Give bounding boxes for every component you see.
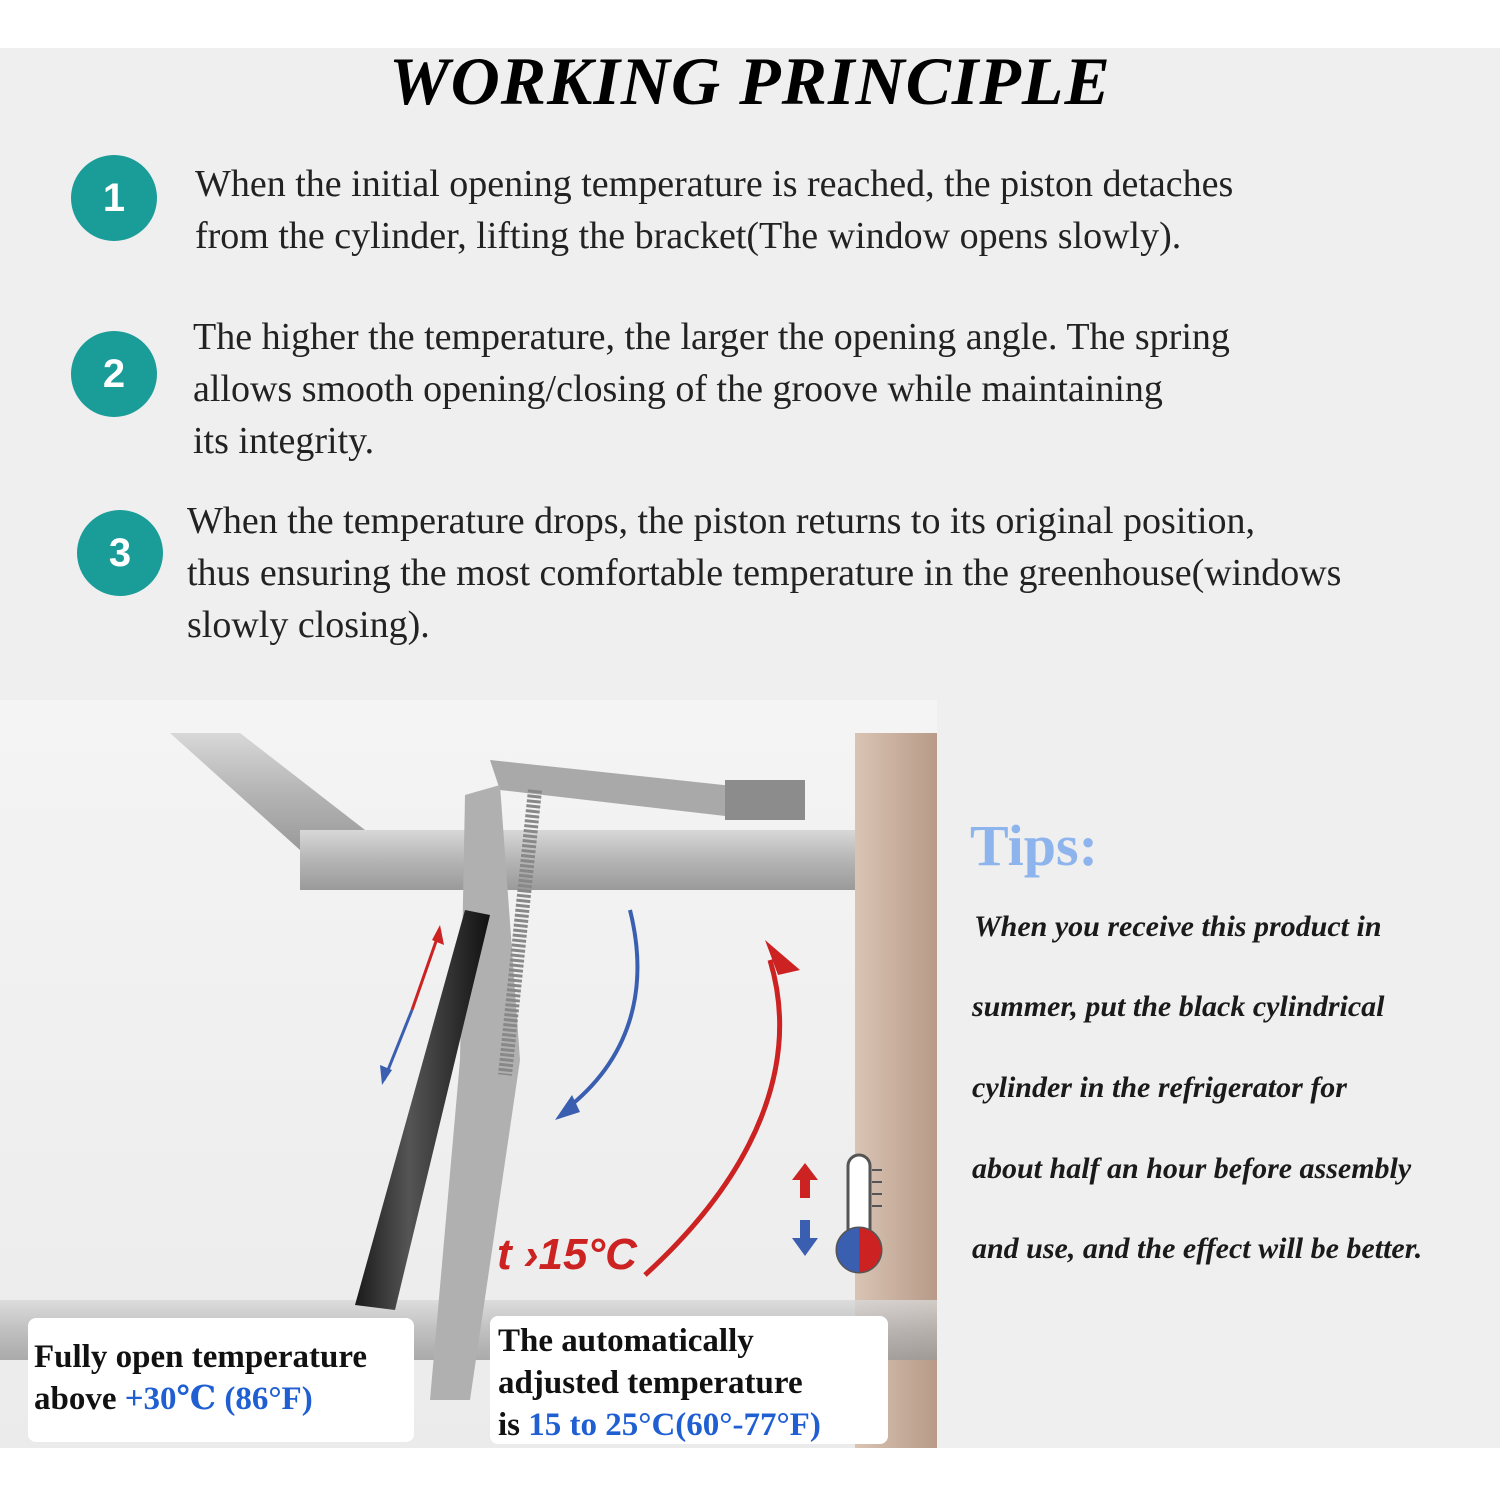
tips-line: about half an hour before assembly	[972, 1152, 1412, 1185]
auto-line2: adjusted temperature	[498, 1365, 803, 1401]
thermometer-icon	[835, 1153, 883, 1274]
threshold-temperature: t ›15°C	[497, 1230, 637, 1279]
page-title: WORKING PRINCIPLE	[389, 43, 1111, 119]
fully-open-line2: above +30℃ (86°F)	[34, 1378, 414, 1420]
auto-line3: is 15 to 25°C(60°-77°F)	[498, 1404, 888, 1446]
spring	[498, 789, 542, 1076]
closing-arrow	[563, 909, 640, 1112]
tips-line: cylinder in the refrigerator for	[972, 1071, 1347, 1104]
piston-arrow-down	[382, 1009, 414, 1081]
tips-line: summer, put the black cylindrical	[972, 990, 1385, 1023]
step-1-text: When the initial opening temperature is …	[195, 163, 1234, 257]
step-2-text: The higher the temperature, the larger t…	[193, 316, 1230, 462]
vertical-bracket	[430, 785, 520, 1400]
step-2-badge: 2	[71, 331, 157, 417]
window-frame-diagonal	[170, 733, 365, 850]
auto-value: 15 to 25°C(60°-77°F)	[528, 1407, 821, 1443]
up-arrow-icon	[792, 1163, 818, 1198]
window-frame-bar	[300, 830, 880, 890]
fully-open-prefix: above	[34, 1381, 125, 1417]
step-3-text: When the temperature drops, the piston r…	[187, 500, 1342, 646]
auto-prefix: is	[498, 1407, 529, 1443]
opener-arm	[490, 760, 770, 820]
step-1-badge: 1	[71, 155, 157, 241]
tips-line: When you receive this product in	[974, 910, 1382, 943]
tips-line: and use, and the effect will be better.	[972, 1232, 1423, 1265]
opening-arrow	[643, 959, 783, 1277]
down-arrow-icon	[792, 1220, 818, 1256]
bracket	[725, 780, 805, 820]
fully-open-line1: Fully open temperature	[34, 1339, 368, 1375]
piston-arrow-up	[410, 929, 442, 1011]
auto-adjust-label: The automatically adjusted temperature i…	[490, 1316, 888, 1444]
fully-open-value: +30℃ (86°F)	[124, 1381, 313, 1417]
tips-title: Tips:	[970, 813, 1098, 878]
fully-open-label: Fully open temperature above +30℃ (86°F)	[28, 1318, 414, 1442]
auto-line1: The automatically	[498, 1323, 754, 1359]
step-3-badge: 3	[77, 510, 163, 596]
piston-cylinder	[355, 910, 490, 1310]
